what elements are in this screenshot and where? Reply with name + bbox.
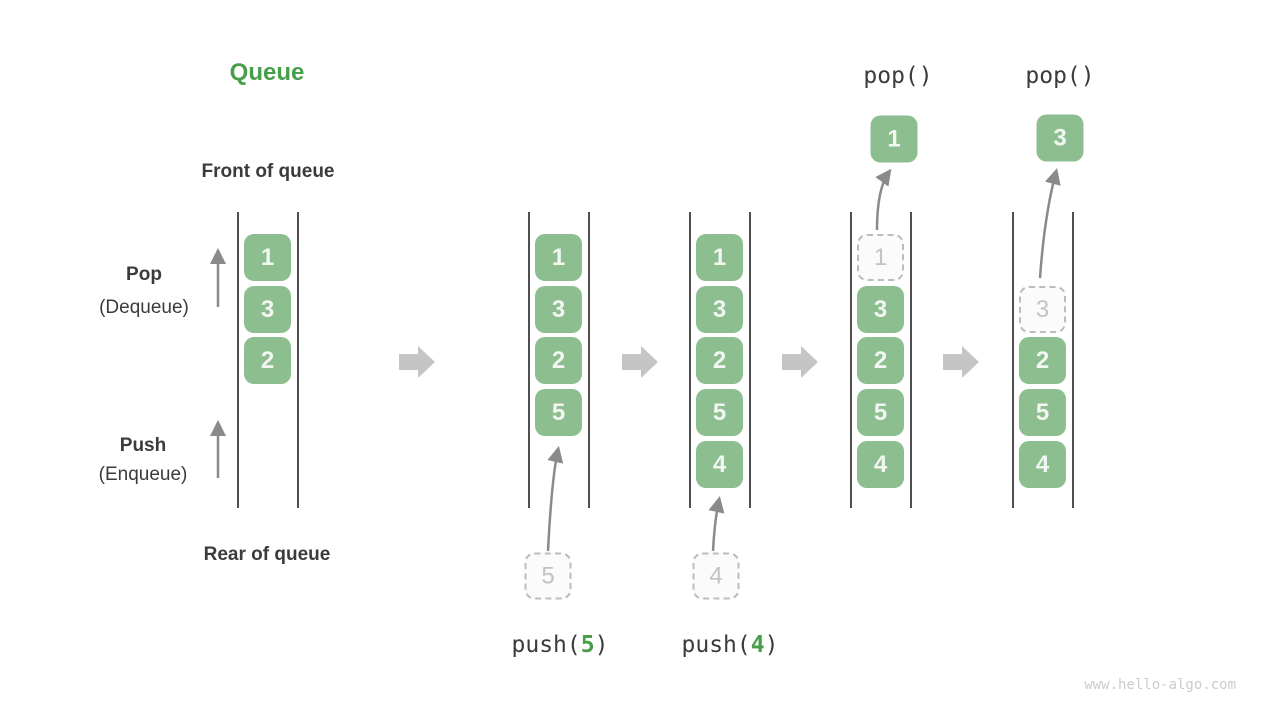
queue-item-box: 4 <box>696 441 743 488</box>
queue-item-box: 2 <box>696 337 743 384</box>
push-close-text: ) <box>594 632 609 658</box>
pop-label: Pop <box>126 264 162 285</box>
queue-item-box: 2 <box>244 337 291 384</box>
queue-item-box: 2 <box>535 337 582 384</box>
rear-of-queue-label: Rear of queue <box>203 544 331 565</box>
queue-item-dashed-box: 1 <box>857 234 904 281</box>
queue-item-box: 5 <box>857 389 904 436</box>
state-transition-arrow-icon <box>622 346 658 378</box>
pop-call-label-1: pop() <box>863 63 933 89</box>
queue-item-box: 3 <box>696 286 743 333</box>
push-fn-text: push( <box>681 632 751 658</box>
queue-item-box: 5 <box>535 389 582 436</box>
queue-item-box: 1 <box>244 234 291 281</box>
state-transition-arrow-icon <box>782 346 818 378</box>
queue-rail-right <box>588 212 590 508</box>
queue-item-box: 5 <box>696 389 743 436</box>
push-motion-arrow-2-icon <box>708 496 725 552</box>
queue-item-box: 4 <box>857 441 904 488</box>
page-title: Queue <box>229 59 305 86</box>
staged-push-box-2: 4 <box>692 552 740 600</box>
queue-item-box: 3 <box>244 286 291 333</box>
push-arg-text: 5 <box>580 632 595 658</box>
pop-call-label-2: pop() <box>1025 63 1095 89</box>
queue-rail-left <box>689 212 691 508</box>
push-call-label-2: push(4) <box>682 632 779 658</box>
state-transition-arrow-icon <box>399 346 435 378</box>
queue-rail-right <box>749 212 751 508</box>
queue-rail-left <box>528 212 530 508</box>
queue-item-dashed-box: 3 <box>1019 286 1066 333</box>
front-of-queue-label: Front of queue <box>201 161 335 182</box>
watermark: www.hello-algo.com <box>1084 677 1236 693</box>
queue-rail-right <box>297 212 299 508</box>
push-call-label-1: push(5) <box>512 632 609 658</box>
pop-motion-arrow-1-icon <box>875 168 892 231</box>
pop-motion-arrow-2-icon <box>1038 168 1061 279</box>
queue-rail-right <box>1072 212 1074 508</box>
queue-item-box: 4 <box>1019 441 1066 488</box>
queue-rail-left <box>237 212 239 508</box>
push-motion-arrow-1-icon <box>546 446 564 552</box>
queue-item-box: 1 <box>696 234 743 281</box>
queue-item-box: 5 <box>1019 389 1066 436</box>
enqueue-sublabel: (Enqueue) <box>98 464 188 485</box>
popped-value-box-2: 3 <box>1036 114 1084 162</box>
queue-item-box: 2 <box>1019 337 1066 384</box>
queue-item-box: 3 <box>535 286 582 333</box>
queue-rail-left <box>850 212 852 508</box>
staged-push-box-1: 5 <box>524 552 572 600</box>
push-fn-text: push( <box>511 632 581 658</box>
queue-item-box: 1 <box>535 234 582 281</box>
state-transition-arrow-icon <box>943 346 979 378</box>
dequeue-sublabel: (Dequeue) <box>99 297 189 318</box>
push-label: Push <box>119 435 167 456</box>
queue-rail-left <box>1012 212 1014 508</box>
push-close-text: ) <box>764 632 779 658</box>
queue-rail-right <box>910 212 912 508</box>
push-arg-text: 4 <box>750 632 765 658</box>
popped-value-box-1: 1 <box>870 115 918 163</box>
queue-item-box: 3 <box>857 286 904 333</box>
queue-item-box: 2 <box>857 337 904 384</box>
